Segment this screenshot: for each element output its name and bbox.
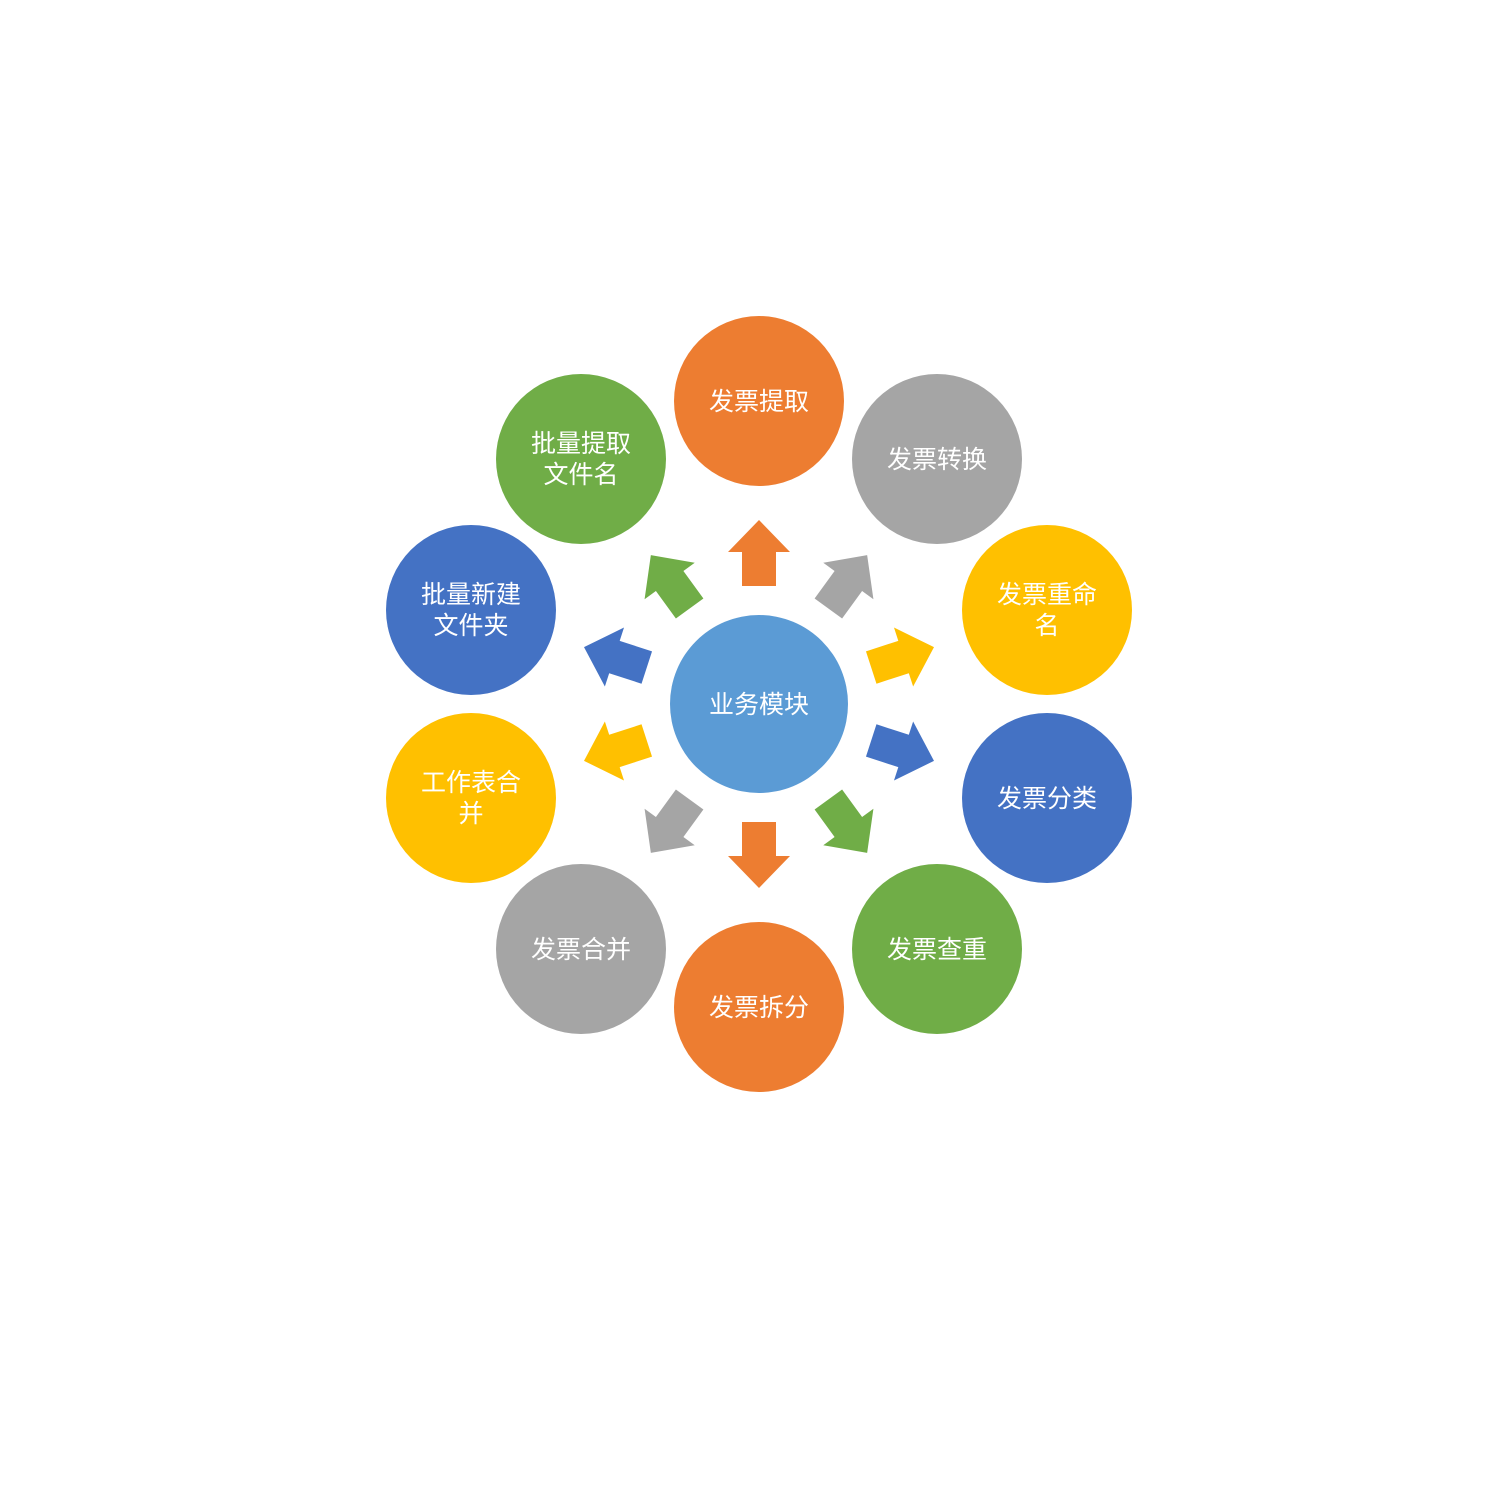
module-node: 发票拆分 bbox=[674, 922, 844, 1092]
direction-arrow bbox=[865, 721, 934, 781]
module-node: 批量提取 文件名 bbox=[496, 374, 666, 544]
module-node: 发票合并 bbox=[496, 864, 666, 1034]
module-label: 发票分类 bbox=[996, 783, 1097, 813]
module-label: 发票转换 bbox=[886, 444, 987, 474]
direction-arrow bbox=[644, 789, 704, 853]
module-node: 批量新建 文件夹 bbox=[386, 525, 556, 695]
direction-arrow bbox=[644, 555, 704, 619]
module-label: 发票提取 bbox=[708, 386, 809, 416]
module-node: 工作表合 并 bbox=[386, 713, 556, 883]
module-node: 发票查重 bbox=[852, 864, 1022, 1034]
direction-arrow bbox=[584, 721, 653, 781]
module-node: 发票重命 名 bbox=[962, 525, 1132, 695]
module-node: 发票分类 bbox=[962, 713, 1132, 883]
module-label: 批量新建 文件夹 bbox=[420, 580, 521, 640]
module-label: 工作表合 并 bbox=[420, 768, 521, 828]
direction-arrow bbox=[865, 627, 934, 687]
center-node: 业务模块 bbox=[670, 615, 848, 793]
direction-arrow bbox=[814, 789, 874, 853]
module-label: 批量提取 文件名 bbox=[530, 429, 631, 489]
module-label: 发票重命 名 bbox=[996, 580, 1097, 640]
direction-arrow bbox=[728, 822, 790, 888]
direction-arrow bbox=[814, 555, 874, 619]
direction-arrow bbox=[728, 520, 790, 586]
module-label: 发票拆分 bbox=[708, 992, 809, 1022]
center-node-label: 业务模块 bbox=[708, 689, 809, 719]
module-node: 发票转换 bbox=[852, 374, 1022, 544]
module-label: 发票合并 bbox=[530, 934, 631, 964]
module-label: 发票查重 bbox=[886, 934, 987, 964]
direction-arrow bbox=[584, 627, 653, 687]
module-node: 发票提取 bbox=[674, 316, 844, 486]
